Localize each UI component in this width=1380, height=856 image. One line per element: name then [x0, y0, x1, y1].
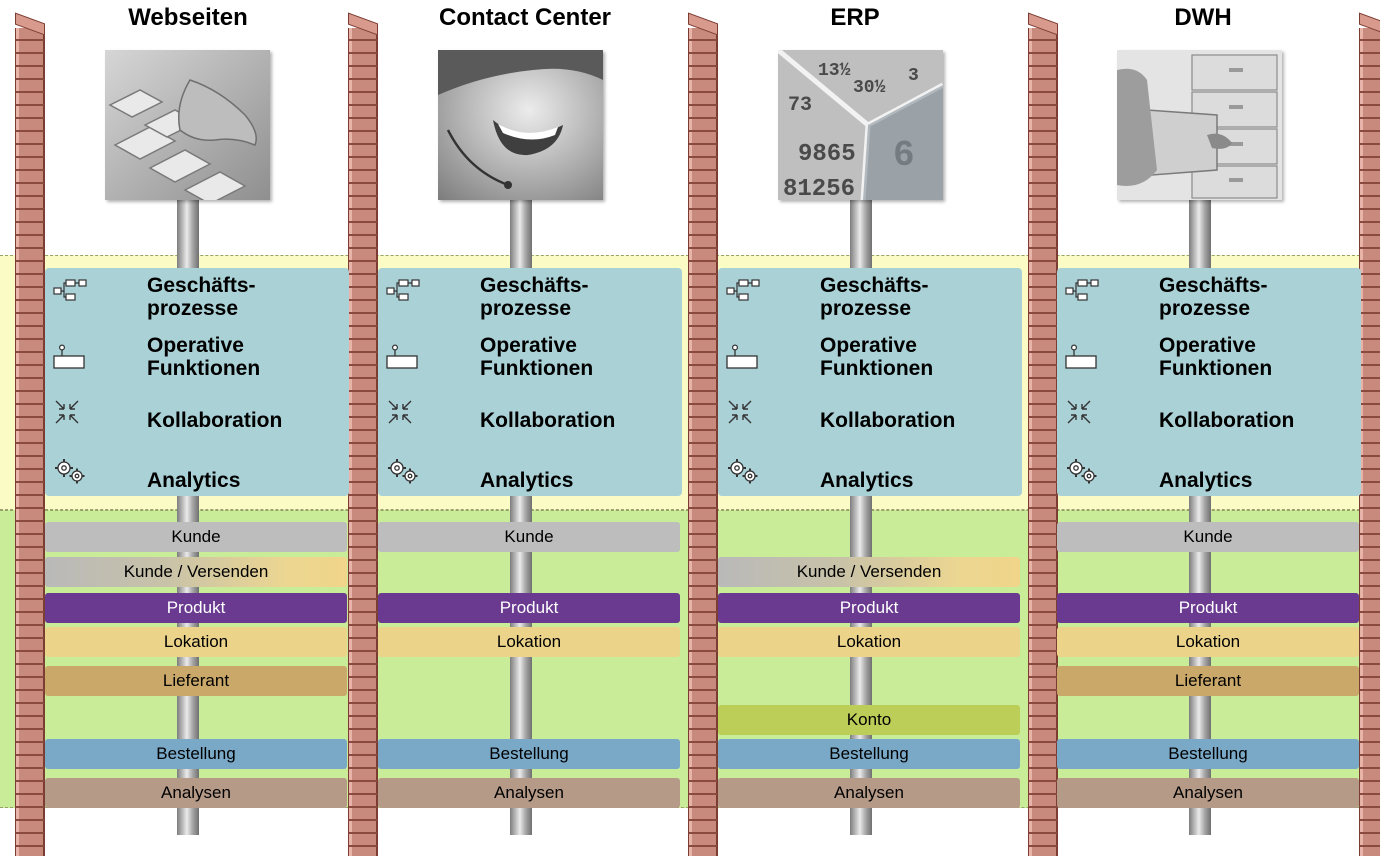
capability-label: Kollaboration — [1159, 409, 1295, 432]
gears-icon — [1065, 458, 1099, 486]
operative-functions-icon — [53, 344, 87, 372]
capability-label: Geschäfts-prozesse — [147, 274, 256, 320]
capability-label: Analytics — [1159, 469, 1253, 492]
svg-text:30½: 30½ — [853, 78, 886, 98]
headset-smile-photo — [438, 50, 603, 200]
capability-label: Kollaboration — [147, 409, 283, 432]
data-object-lieferant: Lieferant — [45, 666, 347, 696]
process-flow-icon — [1065, 276, 1099, 304]
data-object-produkt: Produkt — [45, 593, 347, 623]
data-object-kv: Kunde / Versenden — [45, 557, 347, 587]
file-cabinet-photo — [1117, 50, 1282, 200]
collaboration-arrows-icon — [726, 398, 760, 426]
gears-icon — [386, 458, 420, 486]
gears-icon — [726, 458, 760, 486]
data-object-kunde: Kunde — [1057, 522, 1359, 552]
process-flow-icon — [726, 276, 760, 304]
brick-wall-divider — [1028, 28, 1058, 856]
capability-label: Geschäfts-prozesse — [820, 274, 929, 320]
column-title: DWH — [1174, 4, 1232, 31]
operative-functions-icon — [386, 344, 420, 372]
keyboard-hand-photo — [105, 50, 270, 200]
data-object-bestellung: Bestellung — [45, 739, 347, 769]
data-object-lokation: Lokation — [1057, 627, 1359, 657]
brick-wall-divider — [15, 28, 45, 856]
capability-label: Kollaboration — [480, 409, 616, 432]
operative-functions-icon — [726, 344, 760, 372]
data-object-lokation: Lokation — [718, 627, 1020, 657]
process-flow-icon — [53, 276, 87, 304]
data-object-lieferant: Lieferant — [1057, 666, 1359, 696]
data-object-lokation: Lokation — [45, 627, 347, 657]
data-object-produkt: Produkt — [378, 593, 680, 623]
capability-label: Kollaboration — [820, 409, 956, 432]
brick-wall-divider — [1359, 28, 1380, 856]
capability-label: Geschäfts-prozesse — [1159, 274, 1268, 320]
data-object-produkt: Produkt — [718, 593, 1020, 623]
svg-text:9865: 9865 — [798, 141, 856, 168]
data-object-analysen: Analysen — [718, 778, 1020, 808]
data-object-kv: Kunde / Versenden — [718, 557, 1020, 587]
column-title: Webseiten — [128, 4, 248, 31]
column-title: ERP — [830, 4, 880, 31]
collaboration-arrows-icon — [386, 398, 420, 426]
data-object-analysen: Analysen — [378, 778, 680, 808]
svg-text:3: 3 — [908, 66, 919, 86]
data-object-produkt: Produkt — [1057, 593, 1359, 623]
capability-label: Analytics — [480, 469, 574, 492]
svg-text:73: 73 — [788, 94, 812, 117]
svg-text:81256: 81256 — [783, 176, 855, 200]
data-object-bestellung: Bestellung — [378, 739, 680, 769]
data-object-kunde: Kunde — [378, 522, 680, 552]
column-title: Contact Center — [438, 4, 612, 31]
collaboration-arrows-icon — [1065, 398, 1099, 426]
system-column: ERP13½30½7398658125663Geschäfts-prozesse… — [718, 0, 1022, 855]
data-object-analysen: Analysen — [45, 778, 347, 808]
operative-functions-icon — [1065, 344, 1099, 372]
process-flow-icon — [386, 276, 420, 304]
capability-label: Geschäfts-prozesse — [480, 274, 589, 320]
capability-label: Analytics — [147, 469, 241, 492]
svg-text:13½: 13½ — [818, 61, 851, 81]
capability-label: Analytics — [820, 469, 914, 492]
gears-icon — [53, 458, 87, 486]
data-object-bestellung: Bestellung — [718, 739, 1020, 769]
data-object-bestellung: Bestellung — [1057, 739, 1359, 769]
data-object-konto: Konto — [718, 705, 1020, 735]
collaboration-arrows-icon — [53, 398, 87, 426]
brick-wall-divider — [688, 28, 718, 856]
data-object-kunde: Kunde — [45, 522, 347, 552]
data-object-lokation: Lokation — [378, 627, 680, 657]
data-object-analysen: Analysen — [1057, 778, 1359, 808]
brick-wall-divider — [348, 28, 378, 856]
